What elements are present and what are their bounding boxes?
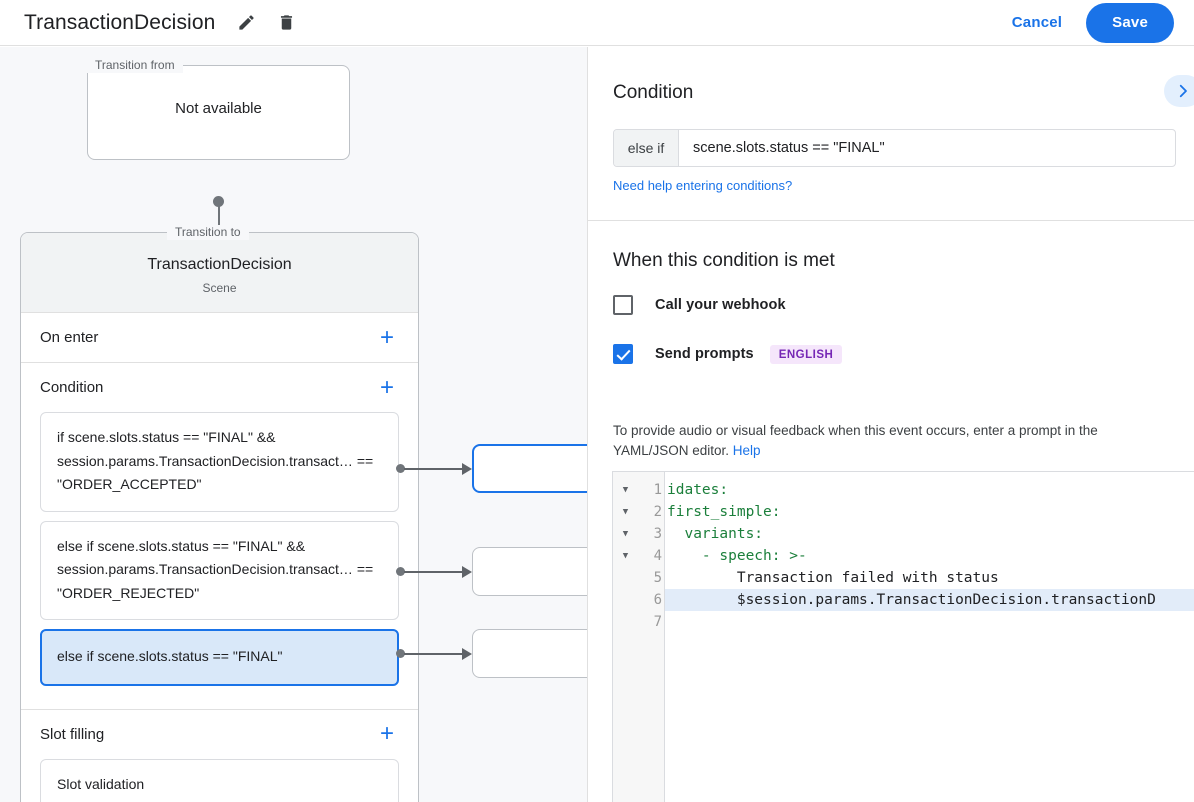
- section-slot-filling-head: Slot filling +: [21, 710, 418, 759]
- prompt-description: To provide audio or visual feedback when…: [613, 421, 1173, 461]
- transition-to-title: TransactionDecision: [147, 256, 292, 273]
- trash-icon[interactable]: [271, 8, 301, 38]
- fold-arrow-3[interactable]: ▼: [622, 529, 629, 539]
- line-number: 7: [653, 614, 662, 630]
- send-prompts-label: Send prompts: [655, 346, 754, 362]
- transition-from-card: Not available: [87, 65, 350, 160]
- edge-dot-3: [396, 649, 405, 658]
- edge-arrow-1: [462, 463, 472, 475]
- transition-from-value: Not available: [175, 100, 262, 117]
- detail-header: Condition: [613, 82, 694, 103]
- call-webhook-label: Call your webhook: [655, 297, 786, 313]
- code-line[interactable]: first_simple:: [667, 504, 781, 520]
- edge-arrow-3: [462, 648, 472, 660]
- call-webhook-checkbox[interactable]: [613, 295, 633, 315]
- target-box-2[interactable]: [472, 547, 587, 596]
- add-slot-filling-button[interactable]: +: [373, 720, 401, 748]
- pane-divider: [587, 47, 588, 802]
- line-number: 2: [653, 504, 662, 520]
- save-button[interactable]: Save: [1086, 2, 1174, 43]
- code-line[interactable]: $session.params.TransactionDecision.tran…: [665, 589, 1194, 611]
- line-number: 3: [653, 526, 662, 542]
- section-on-enter-title: On enter: [40, 329, 99, 346]
- condition-prefix-label: else if: [614, 130, 679, 166]
- edge-line-2: [404, 571, 464, 573]
- edge-arrow-2: [462, 566, 472, 578]
- cancel-button[interactable]: Cancel: [1000, 6, 1074, 39]
- scene-graph-pane: Not available Transition from Transactio…: [0, 47, 587, 802]
- section-divider: [588, 220, 1194, 221]
- pencil-icon[interactable]: [231, 8, 261, 38]
- section-on-enter: On enter +: [21, 313, 418, 363]
- target-box-3[interactable]: [472, 629, 587, 678]
- top-app-bar: TransactionDecision Cancel Save: [0, 0, 1194, 46]
- transition-to-header: TransactionDecision Scene: [21, 233, 418, 313]
- edge-line-3: [404, 653, 464, 655]
- trash-icon-glyph: [280, 15, 292, 30]
- fold-arrow-2[interactable]: ▼: [622, 507, 629, 517]
- transition-from-legend: Transition from: [87, 58, 183, 73]
- code-line-number-gutter: 1 2 3 4 5 6 7: [638, 472, 665, 802]
- chevron-right-icon-glyph: [1179, 84, 1187, 98]
- section-slot-filling-title: Slot filling: [40, 725, 105, 743]
- code-fold-gutter: ▼ ▼ ▼ ▼: [613, 472, 638, 802]
- page-title: TransactionDecision: [24, 10, 216, 34]
- condition-input-row: else if: [613, 129, 1176, 167]
- edge-dot-2: [396, 567, 405, 576]
- add-condition-button[interactable]: +: [373, 374, 401, 402]
- condition-input[interactable]: [679, 130, 1175, 166]
- prompt-description-text: To provide audio or visual feedback when…: [613, 423, 1098, 458]
- edge-dot-1: [396, 464, 405, 473]
- fold-arrow-7: [613, 611, 638, 633]
- code-text-area[interactable]: idates: first_simple: variants: - speech…: [665, 472, 1194, 802]
- transition-to-subtitle: Scene: [202, 281, 237, 295]
- line-number: 1: [653, 482, 662, 498]
- fold-arrow-1[interactable]: ▼: [622, 485, 629, 495]
- section-condition-head: Condition +: [21, 363, 418, 412]
- pencil-icon-glyph: [239, 15, 254, 30]
- transition-to-legend: Transition to: [167, 225, 249, 240]
- fold-arrow-5: [613, 567, 638, 589]
- line-number: 5: [653, 570, 662, 586]
- code-line[interactable]: Transaction failed with status: [667, 570, 999, 586]
- condition-card-2[interactable]: else if scene.slots.status == "FINAL" &&…: [40, 520, 399, 620]
- target-box-1[interactable]: [472, 444, 587, 493]
- code-line[interactable]: [665, 611, 1194, 633]
- language-badge: ENGLISH: [769, 344, 843, 364]
- edge-line-1: [404, 468, 464, 470]
- send-prompts-checkbox[interactable]: [613, 344, 633, 364]
- chevron-right-icon[interactable]: [1164, 75, 1194, 107]
- call-webhook-row[interactable]: Call your webhook: [613, 295, 786, 315]
- code-line[interactable]: - speech: >-: [667, 548, 807, 564]
- prompt-help-link[interactable]: Help: [732, 443, 761, 458]
- condition-help-link[interactable]: Need help entering conditions?: [613, 178, 793, 193]
- condition-card-1[interactable]: if scene.slots.status == "FINAL" && sess…: [40, 412, 399, 512]
- yaml-code-editor[interactable]: ▼ ▼ ▼ ▼ 1 2 3 4 5 6 7 idates: first_simp…: [612, 471, 1194, 802]
- section-condition: Condition + if scene.slots.status == "FI…: [21, 363, 418, 710]
- section-on-enter-head: On enter +: [21, 313, 418, 362]
- when-condition-met-title: When this condition is met: [613, 250, 835, 271]
- connector-dot: [213, 196, 224, 207]
- section-condition-title: Condition: [40, 379, 104, 396]
- section-slot-filling: Slot filling + Slot validation: [21, 710, 418, 802]
- line-number: 6: [653, 592, 662, 608]
- slot-validation-card[interactable]: Slot validation: [40, 758, 399, 802]
- fold-arrow-4[interactable]: ▼: [622, 551, 629, 561]
- send-prompts-row[interactable]: Send prompts ENGLISH: [613, 344, 843, 364]
- transition-to-card: TransactionDecision Scene On enter + Con…: [20, 232, 419, 802]
- code-line[interactable]: idates:: [667, 482, 729, 498]
- fold-arrow-6: [613, 589, 638, 611]
- code-line[interactable]: variants:: [667, 526, 764, 542]
- line-number: 4: [653, 548, 662, 564]
- condition-card-3[interactable]: else if scene.slots.status == "FINAL": [40, 629, 399, 686]
- add-on-enter-button[interactable]: +: [373, 324, 401, 352]
